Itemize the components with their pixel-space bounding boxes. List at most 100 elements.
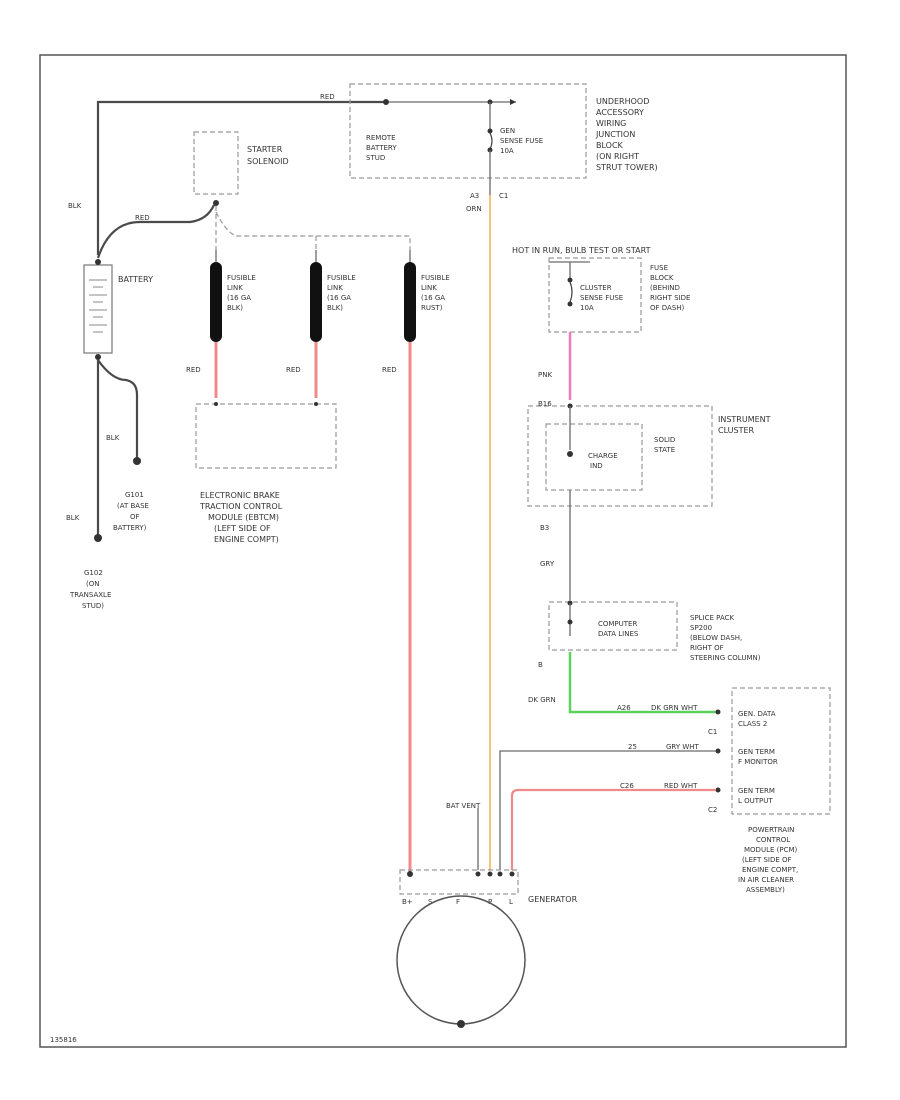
pcm-term-l-line2: L OUTPUT <box>738 797 773 805</box>
charge-indicator-box <box>545 423 643 491</box>
generator-label: GENERATOR <box>528 895 578 904</box>
pcm-term-f-line1: GEN TERM <box>738 748 775 756</box>
label-red-fl1: RED <box>186 366 201 374</box>
splice-pack-line4: RIGHT OF <box>690 644 724 652</box>
ebtcm-pin-2 <box>314 402 318 406</box>
solid-state-line1: SOLID <box>654 436 675 444</box>
pcm-line3: MODULE (PCM) <box>744 846 797 854</box>
pcm-line5: ENGINE COMPT, <box>742 866 798 874</box>
wire-blk-g101 <box>97 359 139 458</box>
g102-line1: G102 <box>84 569 103 577</box>
gen-fuse-line3: 10A <box>500 147 514 155</box>
gen-pin-s: S <box>428 898 433 906</box>
charge-ind-line1: CHARGE <box>588 452 618 460</box>
battery-body <box>83 264 113 354</box>
label-a3: A3 <box>470 192 479 200</box>
fusible2-line4: BLK) <box>327 304 343 312</box>
computer-data-line1: COMPUTER <box>598 620 637 628</box>
label-dkgrn-wht: DK GRN WHT <box>651 704 698 712</box>
underhood-line3: WIRING <box>596 119 626 128</box>
gen-terminal-b-plus <box>407 871 413 877</box>
pcm-line4: (LEFT SIDE OF <box>742 856 792 864</box>
fusible2-line1: FUSIBLE <box>327 274 356 282</box>
underhood-line1: UNDERHOOD <box>596 97 649 106</box>
pcm-c2: C2 <box>708 806 717 814</box>
fusible3-line2: LINK <box>421 284 437 292</box>
label-gry-wht: GRY WHT <box>666 743 700 751</box>
fusible-link-1 <box>210 262 222 342</box>
underhood-line6: (ON RIGHT <box>596 152 639 161</box>
generator-body <box>396 895 526 1025</box>
fusible1-line3: (16 GA <box>227 294 251 302</box>
splice-pack-line1: SPLICE PACK <box>690 614 734 622</box>
ebtcm-line4: (LEFT SIDE OF <box>214 524 271 533</box>
label-red-fl2: RED <box>286 366 301 374</box>
ebtcm-module <box>195 403 337 469</box>
ground-g102 <box>94 534 102 542</box>
cluster-fuse-bottom <box>567 301 573 307</box>
label-a26: A26 <box>617 704 631 712</box>
pcm-line2: CONTROL <box>756 836 790 844</box>
underhood-line7: STRUT TOWER) <box>596 163 658 172</box>
pcm-c1: C1 <box>708 728 717 736</box>
label-red-to-starter: RED <box>135 214 150 222</box>
fuse-block-line2: BLOCK <box>650 274 674 282</box>
remote-battery-stud <box>383 99 389 105</box>
pcm-gen-data-line1: GEN. DATA <box>738 710 776 718</box>
label-splice-b: B <box>538 661 543 669</box>
label-blk-lower: BLK <box>66 514 80 522</box>
ground-g101 <box>133 457 141 465</box>
splice-pack <box>548 601 678 651</box>
label-b16: B16 <box>538 400 552 408</box>
fusible-link-2 <box>310 262 322 342</box>
g102-line3: TRANSAXLE <box>69 591 111 599</box>
gen-terminal-l <box>509 871 515 877</box>
pcm-term-l-line1: GEN TERM <box>738 787 775 795</box>
starter-distribution-dashed <box>215 206 411 250</box>
diagram-id: 135816 <box>50 1036 77 1044</box>
instrument-cluster <box>527 405 713 507</box>
gen-pin-p: P <box>488 898 492 906</box>
generator-ground <box>457 1020 465 1028</box>
ebtcm-line1: ELECTRONIC BRAKE <box>200 491 280 500</box>
gen-pin-f: F <box>456 898 460 906</box>
cluster-fuse-element <box>569 281 573 303</box>
splice-node <box>567 619 573 625</box>
arrow-bus <box>510 99 516 105</box>
label-25: 25 <box>628 743 637 751</box>
label-pnk: PNK <box>538 371 552 379</box>
pcm-pin-25 <box>715 748 721 754</box>
pcm-line1: POWERTRAIN <box>748 826 794 834</box>
underhood-junction-block <box>349 83 587 179</box>
g102-line2: (ON <box>86 580 99 588</box>
splice-pack-line2: SP200 <box>690 624 712 632</box>
label-b3: B3 <box>540 524 549 532</box>
underhood-line2: ACCESSORY <box>596 108 644 117</box>
starter-solenoid <box>193 131 239 195</box>
gen-pin-l: L <box>509 898 513 906</box>
pcm-module <box>731 687 831 815</box>
cluster-fuse-line2: SENSE FUSE <box>580 294 623 302</box>
wire-red-wht <box>510 788 716 870</box>
g101-line1: G101 <box>125 491 144 499</box>
battery-label: BATTERY <box>118 275 153 284</box>
fusible3-line4: RUST) <box>421 304 443 312</box>
charge-ind-lamp <box>567 451 573 457</box>
underhood-line4: JUNCTION <box>595 130 635 139</box>
fuse-block <box>548 257 642 333</box>
fusible1-line4: BLK) <box>227 304 243 312</box>
cluster-fuse-line3: 10A <box>580 304 594 312</box>
label-dk-grn: DK GRN <box>528 696 556 704</box>
g101-line3: OF <box>130 513 140 521</box>
starter-line2: SOLENOID <box>247 157 289 166</box>
charge-ind-line2: IND <box>590 462 603 470</box>
gen-fuse-line2: SENSE FUSE <box>500 137 543 145</box>
g101-line4: BATTERY) <box>113 524 147 532</box>
starter-line1: STARTER <box>247 145 283 154</box>
g101-line2: (AT BASE <box>117 502 149 510</box>
ebtcm-line3: MODULE (EBTCM) <box>208 513 279 522</box>
gen-terminal-f <box>487 871 493 877</box>
pcm-gen-data-line2: CLASS 2 <box>738 720 767 728</box>
fuse-block-line4: RIGHT SIDE <box>650 294 690 302</box>
